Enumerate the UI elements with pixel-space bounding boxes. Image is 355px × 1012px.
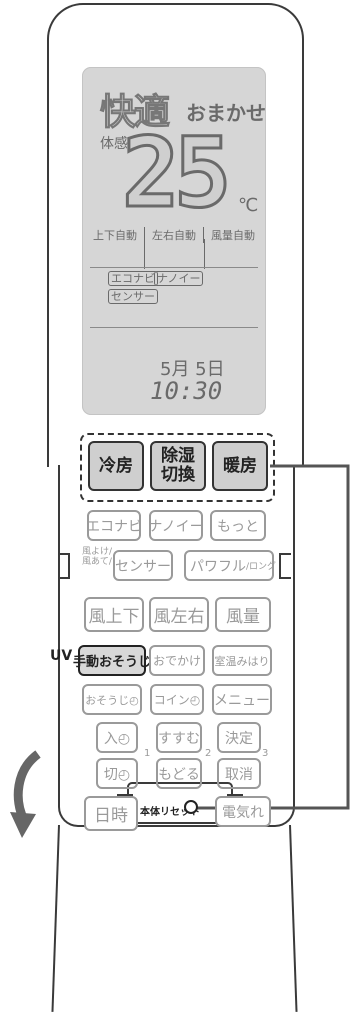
long-label: /ロング: [246, 562, 277, 572]
lcd-mode-text: 快適: [99, 92, 170, 134]
econavi-button[interactable]: エコナビ: [86, 510, 142, 541]
lcd-display: 快適 おまかせ 体感 25 ℃ 上下自動 左右自動 風量自動 エコナビ ナノイー…: [82, 67, 266, 415]
uv-label: UV: [50, 648, 73, 664]
callout-line: [192, 464, 350, 810]
air-leftright-button[interactable]: 風左右: [149, 597, 209, 632]
electricity-button[interactable]: 電気れ: [215, 796, 271, 827]
lcd-nanoe-indicator: ナノイー: [154, 271, 204, 286]
modoru-button[interactable]: もどる: [156, 758, 202, 789]
lcd-direction-updown: 上下自動: [93, 229, 137, 242]
coin-timer-button[interactable]: コイン◴: [150, 684, 204, 715]
susumu-button[interactable]: すすむ: [156, 722, 202, 753]
nanoe-button[interactable]: ナノイー: [148, 510, 204, 541]
lcd-omakase-text: おまかせ: [186, 101, 266, 125]
menu-button[interactable]: メニュー: [212, 684, 272, 715]
remote-handle-left: [51, 824, 60, 1012]
lcd-sensor-indicator: センサー: [108, 289, 158, 304]
step-number-1: 1: [144, 748, 151, 759]
heating-button[interactable]: 暖房: [212, 441, 268, 491]
air-volume-button[interactable]: 風量: [215, 597, 271, 632]
step-number-2: 2: [205, 748, 212, 759]
lcd-temperature-unit: ℃: [238, 195, 259, 216]
lcd-divider: [90, 267, 258, 268]
side-notch-right: [279, 553, 291, 579]
kettei-button[interactable]: 決定: [217, 722, 261, 753]
lcd-divider: [144, 239, 145, 269]
dekake-button[interactable]: おでかけ: [149, 645, 205, 676]
off-timer-button[interactable]: 切◴: [96, 758, 138, 789]
dehumidify-label: 除湿切換: [161, 446, 195, 485]
reset-label: 本体リセット: [140, 807, 200, 818]
torikeshi-button[interactable]: 取消: [217, 758, 261, 789]
lcd-taikan-text: 体感: [100, 136, 128, 152]
lcd-divider: [204, 239, 205, 269]
fuyoke-label: 風よけ/風あて/: [82, 547, 113, 567]
on-timer-button[interactable]: 入◴: [96, 722, 138, 753]
side-notch-left: [58, 553, 70, 579]
lcd-direction-row: 上下自動 左右自動 風量自動: [86, 227, 262, 243]
open-cover-arrow-icon: [10, 750, 41, 838]
cooling-button[interactable]: 冷房: [88, 441, 144, 491]
air-updown-button[interactable]: 風上下: [84, 597, 144, 632]
dehumidify-button[interactable]: 除湿切換: [150, 441, 206, 491]
sensor-button[interactable]: センサー: [113, 550, 173, 581]
motto-button[interactable]: もっと: [210, 510, 266, 541]
lcd-date: 5月 5日: [160, 359, 225, 380]
osouji-timer-button[interactable]: おそうじ◴: [82, 684, 142, 715]
lcd-direction-leftright: 左右自動: [144, 227, 203, 243]
reset-button[interactable]: [184, 800, 198, 814]
manual-clean-button[interactable]: 手動おそうじ: [73, 645, 151, 676]
remote-handle-right: [289, 824, 298, 1012]
lcd-direction-volume: 風量自動: [203, 227, 262, 243]
step-number-3: 3: [262, 748, 269, 759]
lcd-time: 10:30: [150, 377, 223, 405]
lcd-temperature: 25: [121, 116, 234, 231]
lcd-divider: [90, 327, 258, 328]
room-temp-watch-button[interactable]: 室温みはり: [212, 645, 272, 676]
powerful-label: パワフル: [190, 558, 246, 575]
powerful-button[interactable]: パワフル /ロング: [184, 550, 277, 581]
lcd-econavi-indicator: エコナビ: [108, 271, 158, 286]
date-time-button[interactable]: 日時: [84, 796, 138, 831]
